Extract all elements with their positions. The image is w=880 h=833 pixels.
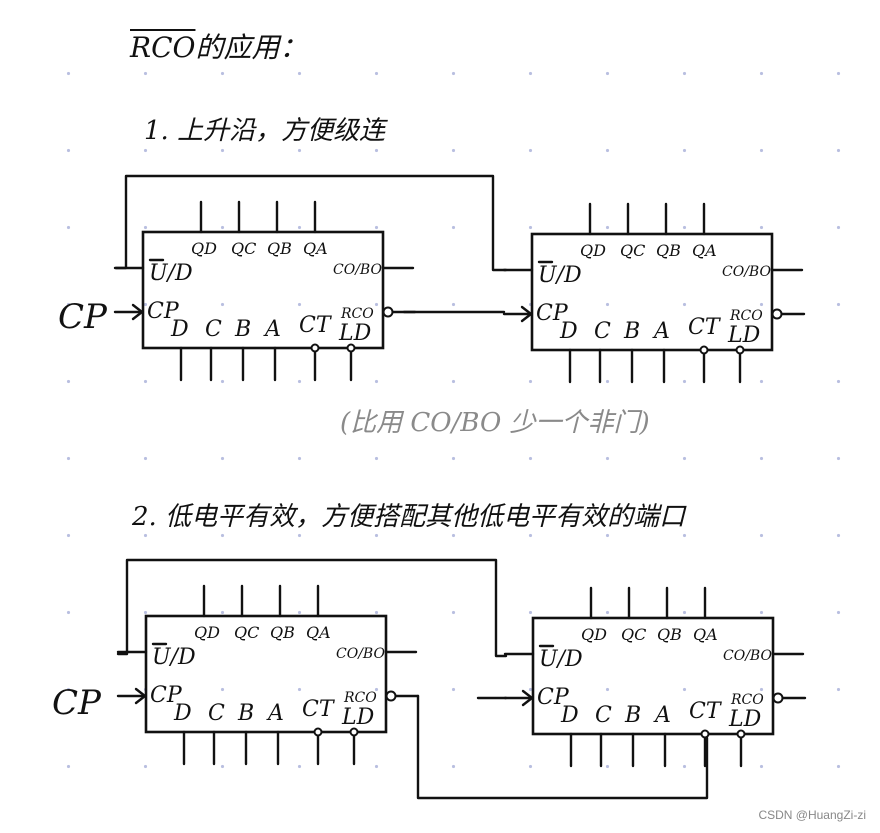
pin-cobo: CO/BO xyxy=(333,262,382,278)
pin-cp: CP xyxy=(147,299,180,324)
pin-rco: RCO xyxy=(340,306,374,322)
pin-cp: CP xyxy=(536,301,569,326)
pin-qd: QD xyxy=(581,625,607,644)
pin-cobo: CO/BO xyxy=(722,264,771,280)
counter-chip-2a: U/D QD QC QB QA CO/BO CP D C B A CT RCO … xyxy=(116,584,420,766)
pin-d: D xyxy=(560,703,579,728)
counter-chip-1b: U/D QD QC QB QA CO/BO CP D C B A CT RCO … xyxy=(502,202,806,384)
pin-b: B xyxy=(237,701,254,726)
pin-qa: QA xyxy=(303,239,328,258)
pin-ct: CT xyxy=(302,697,336,722)
pin-b: B xyxy=(624,703,641,728)
pin-a: A xyxy=(652,319,670,344)
pin-qb: QB xyxy=(657,625,682,644)
section-1-heading: 1. 上升沿，方便级连 xyxy=(144,116,386,146)
pin-cp: CP xyxy=(537,685,570,710)
pin-ct: CT xyxy=(689,699,723,724)
pin-ld: LD xyxy=(728,707,762,732)
pin-qb: QB xyxy=(267,239,292,258)
pin-rco: RCO xyxy=(730,692,764,708)
pin-cp: CP xyxy=(150,683,183,708)
pin-ld: LD xyxy=(341,705,375,730)
pin-qd: QD xyxy=(191,239,217,258)
pin-a: A xyxy=(653,703,671,728)
title-rco: RCO xyxy=(130,31,196,64)
pin-c: C xyxy=(594,319,611,344)
pin-ud: U/D xyxy=(152,645,196,670)
clock-label-1: CP xyxy=(58,297,107,337)
pin-ld: LD xyxy=(338,321,372,346)
counter-chip-2b: U/D QD QC QB QA CO/BO CP D C B A CT RCO … xyxy=(503,586,807,768)
pin-d: D xyxy=(559,319,578,344)
watermark: CSDN @HuangZi-zi xyxy=(758,808,866,822)
pin-c: C xyxy=(208,701,225,726)
pin-qc: QC xyxy=(234,623,259,642)
pin-rco: RCO xyxy=(729,308,763,324)
pin-qa: QA xyxy=(306,623,331,642)
ud-link-wire-2 xyxy=(116,558,508,658)
pin-ct: CT xyxy=(688,315,722,340)
pin-qc: QC xyxy=(620,241,645,260)
pin-b: B xyxy=(623,319,640,344)
pin-ld: LD xyxy=(727,323,761,348)
pin-qa: QA xyxy=(693,625,718,644)
pin-qc: QC xyxy=(621,625,646,644)
pin-qa: QA xyxy=(692,241,717,260)
ud-link-wire-1 xyxy=(114,174,508,272)
pin-a: A xyxy=(263,317,281,342)
pin-rco: RCO xyxy=(343,690,377,706)
pin-d: D xyxy=(170,317,189,342)
title-rest: 的应用： xyxy=(195,31,308,64)
pin-c: C xyxy=(595,703,612,728)
pin-qb: QB xyxy=(656,241,681,260)
rco-to-ct-wire-2 xyxy=(416,694,709,800)
pin-qd: QD xyxy=(194,623,220,642)
pin-cobo: CO/BO xyxy=(336,646,385,662)
pin-b: B xyxy=(234,317,251,342)
pin-ud: U/D xyxy=(538,263,582,288)
section-2-heading: 2. 低电平有效，方便搭配其他低电平有效的端口 xyxy=(132,502,686,532)
pin-a: A xyxy=(266,701,284,726)
pin-ud: U/D xyxy=(539,647,583,672)
diagram-title: RCO的应用： xyxy=(130,34,307,62)
pin-c: C xyxy=(205,317,222,342)
pin-cobo: CO/BO xyxy=(723,648,772,664)
pin-ud: U/D xyxy=(149,261,193,286)
pin-qc: QC xyxy=(231,239,256,258)
pin-d: D xyxy=(173,701,192,726)
clock-label-2: CP xyxy=(52,683,101,723)
section-1-note: (比用 CO/BO 少一个非门) xyxy=(340,408,650,438)
pin-qd: QD xyxy=(580,241,606,260)
pin-qb: QB xyxy=(270,623,295,642)
pin-ct: CT xyxy=(299,313,333,338)
counter-chip-1a: U/D QD QC QB QA CO/BO CP D C B A CT RCO … xyxy=(113,200,417,382)
